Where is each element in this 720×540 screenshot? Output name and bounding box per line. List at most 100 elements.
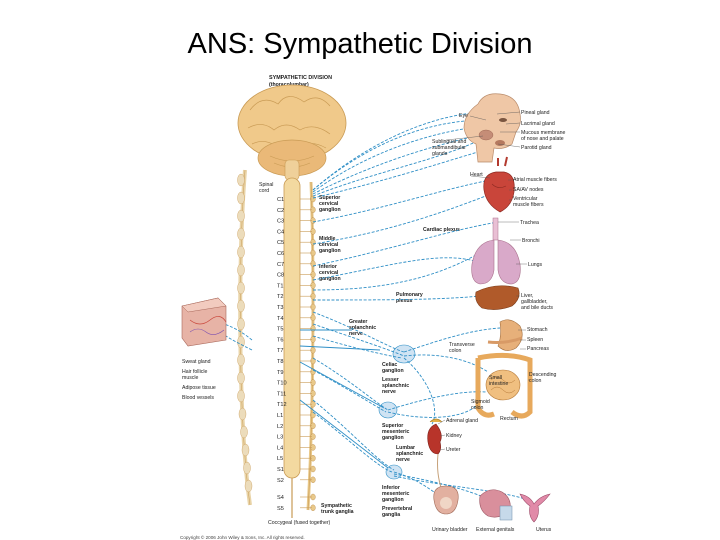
greater-splanchnic-label-2: splanchnic [349, 325, 376, 331]
celiac-ganglion-label-1: Celiac [382, 362, 397, 368]
uterus-illustration [519, 493, 551, 523]
segment-t12: T12 [277, 402, 287, 408]
rectum-label: Rectum [500, 416, 518, 422]
sympathetic-trunk-right [306, 181, 315, 511]
spinal-cord-label-1: Spinal [259, 182, 273, 188]
pulmonary-plexus-label-2: plexus [396, 298, 413, 304]
segment-t1: T1 [277, 283, 284, 289]
sympathetic-trunk-label-1: Sympathetic [321, 503, 352, 509]
leader-lines [437, 111, 530, 451]
trachea-label: Trachea [520, 220, 539, 226]
left-trunk-ganglion [243, 461, 251, 475]
superior-mesenteric-label-1: Superior [382, 423, 403, 429]
segment-l3: L3 [277, 435, 283, 441]
pancreas-label: Pancreas [527, 346, 549, 352]
segment-t10: T10 [277, 381, 287, 387]
left-trunk-ganglion [237, 389, 245, 403]
transverse-colon-label-1: Transverse [449, 342, 475, 348]
left-trunk-ganglion [237, 317, 245, 331]
inferior-mesenteric-label-3: ganglion [382, 497, 404, 503]
segment-c4: C4 [277, 229, 284, 235]
blood-vessels-label: Blood vessels [182, 395, 214, 401]
stomach-illustration [487, 319, 523, 351]
nerve-fiber [393, 473, 491, 501]
nerve-fiber [312, 111, 498, 191]
skin-illustration [181, 297, 227, 347]
nerve-fiber [312, 221, 499, 267]
prevertebral-ganglia-label-1: Prevertebral [382, 506, 413, 512]
sigmoid-colon-label-1: Sigmoid [471, 399, 490, 405]
ventricular-label-1: Ventricular [513, 196, 538, 202]
spinal-cord-label-2: cord [259, 188, 269, 194]
greater-splanchnic-label-1: Greater [349, 319, 367, 325]
left-trunk-ganglion [238, 407, 247, 421]
inferior-cervical-label-3: ganglion [319, 276, 341, 282]
nerve-fiber [312, 311, 405, 353]
heart-illustration [483, 156, 515, 213]
left-trunk-ganglion [237, 209, 245, 223]
left-trunk-ganglion [237, 281, 245, 295]
left-trunk-ganglion [244, 479, 253, 493]
lacrimal-label: Lacrimal gland [521, 121, 555, 127]
inferior-cervical-label-1: Inferior [319, 264, 337, 270]
greater-splanchnic-label-3: nerve [349, 331, 363, 337]
left-trunk-ganglion [240, 425, 248, 439]
spinal-segment-labels: C1C2C3C4C5C6C7C8T1T2T3T4T5T6T7T8T9T10T11… [277, 197, 312, 512]
intestines-illustration [475, 352, 533, 419]
middle-cervical-label-3: ganglion [319, 248, 341, 254]
segment-t5: T5 [277, 327, 284, 333]
left-trunk-ganglion [237, 299, 245, 313]
nerve-fiber [312, 191, 497, 245]
adrenal-label: Adrenal gland [446, 418, 478, 424]
superior-cervical-label-1: Superior [319, 195, 340, 201]
left-trunk-ganglion [241, 443, 250, 457]
left-trunk-ganglion [237, 173, 245, 187]
bronchi-label: Bronchi [522, 238, 540, 244]
superior-mesenteric-label-2: mesenteric [382, 429, 410, 435]
liver-illustration [475, 285, 520, 310]
sublingual-label-2: submandibular [432, 145, 466, 151]
left-trunk-ganglion [237, 227, 245, 241]
sublingual-label-3: glands [432, 151, 448, 157]
nerve-fiber [312, 257, 479, 281]
segment-t2: T2 [277, 294, 284, 300]
nerve-fiber [312, 119, 487, 191]
hair-follicle-label-1: Hair follicle [182, 369, 207, 375]
nerve-fiber [387, 405, 477, 418]
segment-c6: C6 [277, 251, 284, 257]
segment-t11: T11 [277, 391, 286, 397]
left-trunk-ganglion [237, 245, 245, 259]
left-trunk-ganglion [237, 263, 245, 277]
nerve-fiber [403, 357, 436, 425]
sweat-gland-label: Sweat gland [182, 359, 211, 365]
segment-t7: T7 [277, 348, 284, 354]
nerve-fiber [312, 369, 387, 413]
left-trunk-ganglion [237, 371, 245, 385]
segment-c7: C7 [277, 262, 284, 268]
small-intestine-label-1: Small [489, 375, 502, 381]
kidney-illustration [427, 418, 443, 491]
liver-label-2: gallbladder, [521, 299, 548, 305]
segment-t9: T9 [277, 370, 284, 376]
segment-c2: C2 [277, 208, 284, 214]
parotid-label: Parotid gland [521, 145, 552, 151]
cardiac-plexus-label: Cardiac plexus [423, 227, 460, 233]
liver-label-3: and bile ducts [521, 305, 553, 311]
nerve-fibers [223, 111, 529, 501]
spleen-label: Spleen [527, 337, 543, 343]
left-trunk-ganglion [237, 191, 245, 205]
middle-cervical-label-1: Middle [319, 236, 336, 242]
mucous-label-1: Mucous membrane [521, 130, 566, 136]
diagram-header: SYMPATHETIC DIVISION [269, 75, 332, 81]
segment-c3: C3 [277, 219, 284, 225]
copyright-notice: Copyright © 2006 John Wiley & Sons, Inc.… [180, 534, 305, 540]
nerve-fiber [312, 357, 389, 411]
nerve-fiber [387, 391, 487, 411]
nerve-fiber [403, 327, 501, 353]
kidney-label: Kidney [446, 433, 462, 439]
urinary-bladder-label: Urinary bladder [432, 527, 468, 533]
mucous-label-2: of nose and palate [521, 136, 564, 142]
eye-label: Eye [459, 113, 468, 119]
segment-s1: S1 [277, 467, 284, 473]
